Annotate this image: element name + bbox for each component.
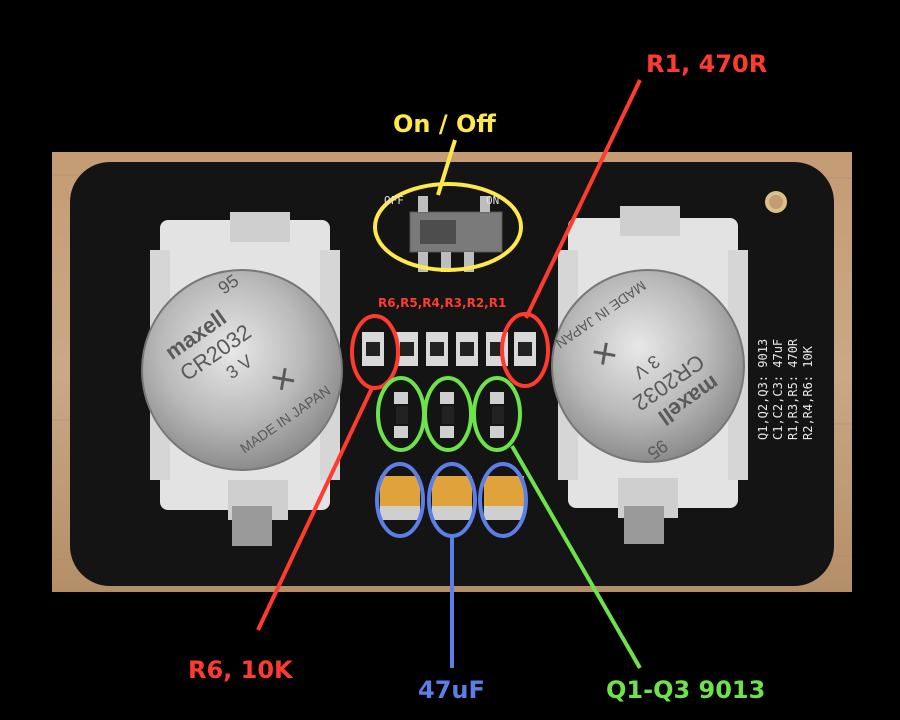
highlight-q2 xyxy=(423,376,473,452)
resistor-r5 xyxy=(396,332,418,366)
resistor-r3 xyxy=(456,332,478,366)
highlight-c1 xyxy=(375,462,425,538)
label-r1: R1, 470R xyxy=(646,50,768,78)
silkscreen-legend: Q1,Q2,Q3: 9013 C1,C2,C3: 47uF R1,R3,R5: … xyxy=(756,310,816,440)
silk-line-4: R2,R4,R6: 10K xyxy=(801,346,815,440)
capacitor-c3 xyxy=(484,476,524,520)
highlight-c3 xyxy=(478,462,528,538)
pointer-transistors xyxy=(510,445,642,669)
silk-line-1: Q1,Q2,Q3: 9013 xyxy=(756,338,770,440)
pointer-r6 xyxy=(256,387,374,631)
resistor-r4 xyxy=(426,332,448,366)
coin-cell-right xyxy=(551,269,745,463)
label-resistor-row: R6,R5,R4,R3,R2,R1 xyxy=(378,296,507,310)
transistor-q2 xyxy=(440,392,454,438)
highlight-r1 xyxy=(500,312,550,388)
highlight-r6 xyxy=(350,314,400,390)
slide-switch xyxy=(409,196,503,272)
resistor-r6 xyxy=(362,332,384,366)
highlight-switch xyxy=(373,182,523,272)
highlight-q3 xyxy=(472,376,522,452)
mounting-hole-inner xyxy=(769,195,783,209)
label-transistors: Q1-Q3 9013 xyxy=(606,676,766,704)
capacitor-c2 xyxy=(432,476,472,520)
silk-switch-off: OFF xyxy=(384,194,404,207)
capacitor-c1 xyxy=(380,476,420,520)
label-caps: 47uF xyxy=(418,676,485,704)
silk-switch-on: ON xyxy=(486,194,499,207)
transistor-q1 xyxy=(394,392,408,438)
coin-cell-left xyxy=(141,269,343,471)
pointer-r1 xyxy=(524,79,642,319)
transistor-q3 xyxy=(490,392,504,438)
label-on-off: On / Off xyxy=(393,110,496,138)
label-r6: R6, 10K xyxy=(188,656,293,684)
resistor-r1 xyxy=(514,332,536,366)
silk-line-2: C1,C2,C3: 47uF xyxy=(771,338,785,440)
silk-line-3: R1,R3,R5: 470R xyxy=(786,338,800,440)
